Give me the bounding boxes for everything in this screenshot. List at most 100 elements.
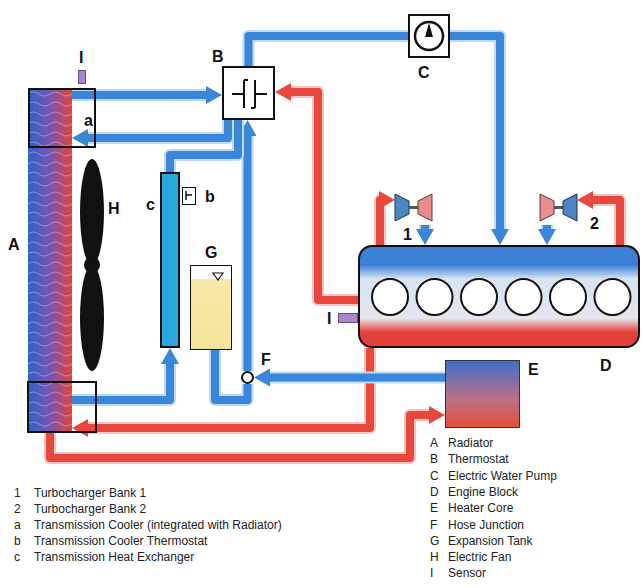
turbo-shaft [409, 206, 418, 209]
radiator-fin [28, 212, 72, 216]
heat-exchanger-drawing [162, 174, 182, 350]
part-letter: G [205, 244, 217, 262]
radiator: Aa [28, 88, 72, 432]
pipe-line [289, 92, 358, 300]
radiator-fin [28, 302, 72, 306]
legend-key: c [14, 550, 20, 565]
radiator-fin [28, 312, 72, 316]
radiator-fin [28, 282, 72, 286]
legend-key: F [430, 518, 437, 533]
pipe-glow [170, 120, 238, 172]
pipe-line [86, 120, 228, 138]
coolant-pipe [268, 377, 445, 378]
legend-text: Turbocharger Bank 2 [34, 502, 146, 517]
turbocharger-drawing [395, 190, 432, 225]
radiator-fin [28, 292, 72, 296]
fan-blade [80, 159, 104, 265]
cooler-thermostat-drawing [183, 188, 197, 206]
radiator-fin [28, 252, 72, 256]
legend-key: H [430, 550, 439, 565]
pipe-line [244, 134, 252, 371]
radiator-fin [28, 332, 72, 336]
legend-text: Radiator [448, 436, 493, 451]
legend-text: Transmission Cooler (integrated with Rad… [34, 518, 282, 533]
coolant-pipe [450, 36, 500, 231]
pipe-glow [419, 225, 431, 231]
level-mark [213, 273, 223, 280]
radiator-fin [28, 402, 72, 406]
legend-text: Thermostat [448, 452, 509, 467]
cylinder [595, 279, 631, 315]
radiator-fin [28, 152, 72, 156]
cooler-outline [28, 382, 96, 432]
pipe-glow [72, 89, 208, 101]
part-letter: B [212, 48, 224, 66]
coolant-pipe [591, 200, 620, 245]
part-letter: 2 [590, 215, 599, 233]
legend-key: A [430, 436, 438, 451]
coolant-pipe [86, 120, 228, 138]
pump-box-drawing [410, 16, 452, 60]
legend-text: Electric Fan [448, 550, 511, 565]
coolant-pipe [86, 348, 370, 428]
pipe-line [380, 200, 381, 245]
radiator-drawing [28, 88, 72, 432]
radiator-fin [28, 412, 72, 416]
radiator-fin [28, 102, 72, 106]
pipe-glow [50, 415, 431, 458]
fan-hub [84, 257, 100, 273]
fan: H [78, 158, 106, 372]
part-letter: A [8, 236, 20, 254]
pipe-line [450, 36, 500, 231]
cylinder [506, 279, 542, 315]
engine-block-drawing [360, 247, 642, 350]
expansion-tank: G [190, 265, 232, 350]
radiator-fin [28, 92, 72, 96]
pipe-glow [450, 36, 500, 231]
radiator-fin [28, 132, 72, 136]
pipe-glow [86, 120, 228, 138]
heat-exchanger: c [160, 172, 180, 348]
turbo-wheel [563, 194, 577, 221]
coolant-pipe [289, 92, 358, 300]
hose-junction: F [241, 371, 254, 384]
legend-key: C [430, 469, 439, 484]
coolant-pipe [547, 225, 548, 231]
radiator-fin [28, 192, 72, 196]
radiator-fin [28, 222, 72, 226]
part-letter: C [418, 64, 430, 82]
pump-symbol [415, 22, 443, 50]
pipe-glow [86, 348, 370, 428]
legend-key: E [430, 501, 438, 516]
cylinder [372, 279, 408, 315]
pipe-glow [591, 200, 620, 245]
sensor: I [338, 313, 358, 323]
radiator-fin [28, 272, 72, 276]
legend-key: 2 [14, 502, 21, 517]
sensor-drawing [339, 314, 359, 324]
turbocharger: 1 [395, 190, 432, 225]
pipe-line [170, 120, 238, 172]
legend-text: Transmission Cooler Thermostat [34, 534, 207, 549]
fan-blade [80, 265, 104, 371]
coolant-pipe [50, 415, 431, 458]
expansion-tank-drawing [191, 266, 233, 351]
coolant-pipe [170, 120, 238, 172]
legend-key: a [14, 518, 21, 533]
thermostat-box-drawing [224, 68, 277, 122]
transmission-cooler: a [28, 88, 96, 148]
coolant-pipe [72, 95, 208, 96]
part-letter: E [528, 361, 539, 379]
radiator-fin [28, 162, 72, 166]
sensor: I [78, 70, 86, 84]
legend-text: Turbocharger Bank 1 [34, 486, 146, 501]
cylinder [461, 279, 497, 315]
radiator-fin [28, 242, 72, 246]
radiator-fin [28, 392, 72, 396]
part-letter: 1 [403, 226, 412, 244]
part-letter: c [146, 196, 155, 214]
radiator-fin [28, 172, 72, 176]
pipe-glow [289, 92, 358, 300]
pipe-line [591, 200, 620, 245]
pipe-glow [242, 134, 254, 371]
